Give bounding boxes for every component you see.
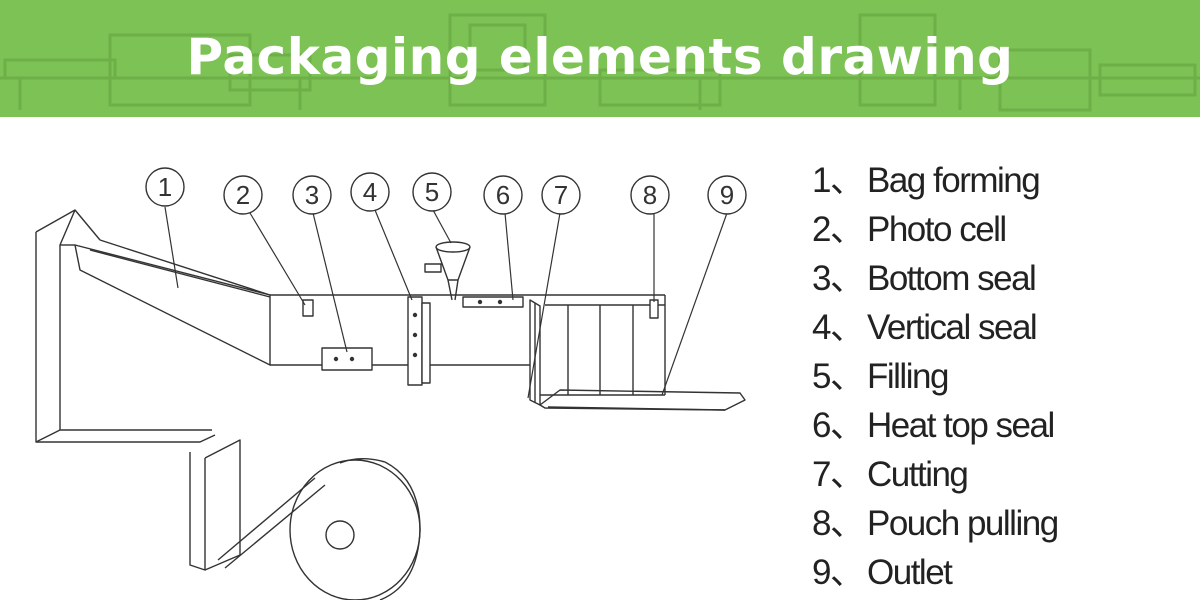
legend-number: 6、: [812, 406, 865, 445]
vertical-seal-unit: [407, 296, 431, 386]
legend-label: Photo cell: [867, 210, 1007, 249]
callout-4: 4: [363, 177, 377, 207]
legend-number: 4、: [812, 308, 865, 347]
legend-item: 9、Outlet: [812, 550, 1058, 599]
legend-number: 2、: [812, 210, 865, 249]
pouches: [545, 304, 665, 395]
legend-item: 3、Bottom seal: [812, 256, 1058, 305]
packaging-machine-diagram: 1 2 3 4 5 6 7 8 9: [35, 167, 747, 600]
pouch-pulling-unit: [649, 299, 659, 319]
legend-item: 6、Heat top seal: [812, 403, 1058, 452]
photo-cell: [302, 299, 314, 317]
callout-9: 9: [720, 180, 734, 210]
bag-tube: [270, 294, 666, 396]
callout-circles: [145, 167, 747, 215]
callout-6: 6: [496, 180, 510, 210]
legend-number: 9、: [812, 553, 865, 592]
page-title: Packaging elements drawing: [186, 28, 1014, 86]
legend-number: 7、: [812, 455, 865, 494]
legend-item: 1、Bag forming: [812, 158, 1058, 207]
callout-leader-lines: [164, 206, 728, 399]
legend-label: Filling: [867, 357, 949, 396]
legend-label: Outlet: [867, 553, 953, 592]
legend-label: Cutting: [867, 455, 969, 494]
callout-5: 5: [425, 177, 439, 207]
machine-silhouette-background: [0, 13, 1200, 112]
bottom-seal-unit: [321, 347, 373, 371]
legend-number: 1、: [812, 161, 865, 200]
bag-forming-section: [60, 239, 271, 366]
legend-item: 5、Filling: [812, 354, 1058, 403]
legend-item: 2、Photo cell: [812, 207, 1058, 256]
outlet-conveyor: [539, 389, 746, 411]
legend-label: Bottom seal: [867, 259, 1037, 298]
callout-1: 1: [158, 172, 172, 202]
legend-number: 8、: [812, 504, 865, 543]
film-roll: [289, 458, 421, 600]
callout-3: 3: [305, 180, 319, 210]
legend-label: Heat top seal: [867, 406, 1055, 445]
legend-label: Pouch pulling: [867, 504, 1059, 543]
legend-item: 7、Cutting: [812, 452, 1058, 501]
callout-2: 2: [236, 180, 250, 210]
legend-label: Bag forming: [867, 161, 1041, 200]
legend-label: Vertical seal: [867, 308, 1038, 347]
callout-8: 8: [643, 180, 657, 210]
cutting-unit: [529, 299, 541, 406]
heat-top-seal-unit: [462, 296, 524, 308]
legend-number: 3、: [812, 259, 865, 298]
header-banner: Packaging elements drawing: [0, 0, 1200, 117]
filling-hopper: [424, 241, 471, 301]
legend-item: 8、Pouch pulling: [812, 501, 1059, 550]
legend-list: 1、Bag forming 2、Photo cell 3、Bottom seal…: [812, 158, 1059, 599]
legend-item: 4、Vertical seal: [812, 305, 1058, 354]
callout-7: 7: [554, 180, 568, 210]
legend-number: 5、: [812, 357, 865, 396]
